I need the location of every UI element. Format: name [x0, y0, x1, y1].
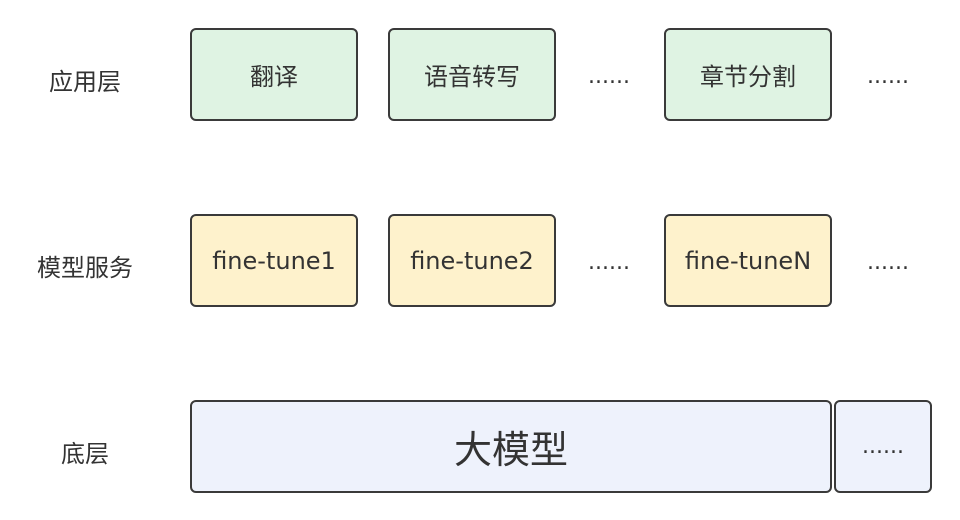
- row-label-model: 模型服务: [37, 254, 133, 282]
- box-speech-transcription: 语音转写: [388, 28, 556, 121]
- box-fine-tune-2: fine-tune2: [388, 214, 556, 307]
- box-large-model: 大模型: [190, 400, 832, 493]
- app-ellipsis-2: ......: [867, 64, 909, 89]
- box-fine-tune-1: fine-tune1: [190, 214, 358, 307]
- model-ellipsis-1: ......: [588, 250, 630, 275]
- app-ellipsis-1: ......: [588, 64, 630, 89]
- row-label-base: 底层: [61, 440, 109, 468]
- box-translation: 翻译: [190, 28, 358, 121]
- box-fine-tune-n: fine-tuneN: [664, 214, 832, 307]
- box-chapter-segmentation: 章节分割: [664, 28, 832, 121]
- row-label-app: 应用层: [49, 68, 121, 96]
- model-ellipsis-2: ......: [867, 250, 909, 275]
- box-base-ellipsis: ......: [834, 400, 932, 493]
